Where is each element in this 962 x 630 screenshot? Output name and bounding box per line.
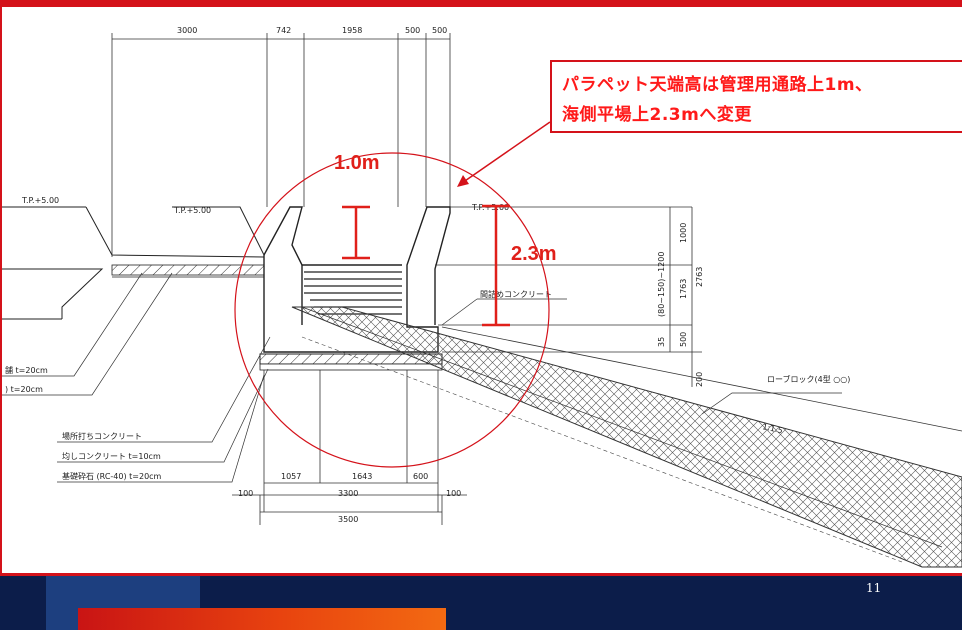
- dim-right-5: 35: [657, 337, 666, 347]
- leveling-layer: [259, 363, 443, 371]
- dim-top-2: 742: [276, 26, 291, 35]
- dim-top-3: 1958: [342, 26, 362, 35]
- dim-3300: 3300: [338, 489, 358, 498]
- dim-bottom-1: 1057: [281, 472, 301, 481]
- slide-footer: 11: [0, 573, 962, 630]
- pavement-label-2: ) t=20cm: [5, 385, 43, 394]
- tp-marker-left: T.P.+5.00: [21, 196, 59, 205]
- block-type-label: ローブロック(4型 ○○): [767, 374, 850, 384]
- dim-top-4: 500: [405, 26, 420, 35]
- callout-line-2: 海側平場上2.3mへ変更: [562, 105, 752, 125]
- top-accent-bar: [0, 0, 962, 7]
- revetment-slope: [291, 306, 962, 568]
- bottom-dimension-lines: [232, 482, 467, 525]
- dim-top-5: 500: [432, 26, 447, 35]
- left-ground-profile: [2, 206, 265, 320]
- leveling-concrete-label: 均しコンクリート t=10cm: [62, 451, 161, 461]
- dim-bottom-3: 600: [413, 472, 428, 481]
- height-marker-1m: [342, 205, 370, 260]
- parapet-wall: [263, 206, 451, 353]
- slide-content: 3000 742 1958 500 500: [0, 7, 962, 573]
- concrete-fill-label: 間詰めコンクリート: [480, 289, 552, 299]
- height-label-1m: 1.0m: [334, 152, 380, 174]
- dim-right-1: 1000: [679, 223, 688, 243]
- dim-right-4: 2763: [695, 267, 704, 287]
- cast-concrete-label: 場所打ちコンクリート: [62, 431, 142, 441]
- dim-right-6: 500: [679, 332, 688, 347]
- callout-line-1: パラペット天端高は管理用通路上1m、: [562, 75, 873, 95]
- tp-marker-right: T.P.+5.00: [471, 203, 509, 212]
- height-marker-2_3m: [482, 204, 510, 327]
- footer-red-line: [0, 573, 962, 576]
- slope-ratio-label: 1:1.5: [762, 422, 784, 435]
- footer-orange-bar: [78, 608, 446, 630]
- dim-3500: 3500: [338, 515, 358, 524]
- dim-top-1: 3000: [177, 26, 197, 35]
- base-gravel-label: 基礎砕石 (RC-40) t=20cm: [62, 471, 162, 481]
- top-dimension-line: [111, 33, 451, 257]
- dim-bottom-2: 1643: [352, 472, 372, 481]
- pavement-label-1: 舗 t=20cm: [5, 365, 48, 375]
- page-number: 11: [866, 581, 882, 595]
- dim-100-left: 100: [238, 489, 253, 498]
- dim-right-7: 200: [695, 372, 704, 387]
- callout-box: パラペット天端高は管理用通路上1m、 海側平場上2.3mへ変更: [550, 60, 962, 133]
- tp-marker-mid: T.P.+5.00: [173, 206, 211, 215]
- height-label-2_3m: 2.3m: [511, 243, 557, 265]
- dim-100-right: 100: [446, 489, 461, 498]
- cross-section-drawing: 3000 742 1958 500 500: [2, 26, 962, 568]
- highlight-circle: [234, 152, 550, 468]
- dim-right-2: (80~150)~1200: [657, 252, 666, 317]
- dim-right-3: 1763: [679, 279, 688, 299]
- callout-arrow: [457, 121, 551, 187]
